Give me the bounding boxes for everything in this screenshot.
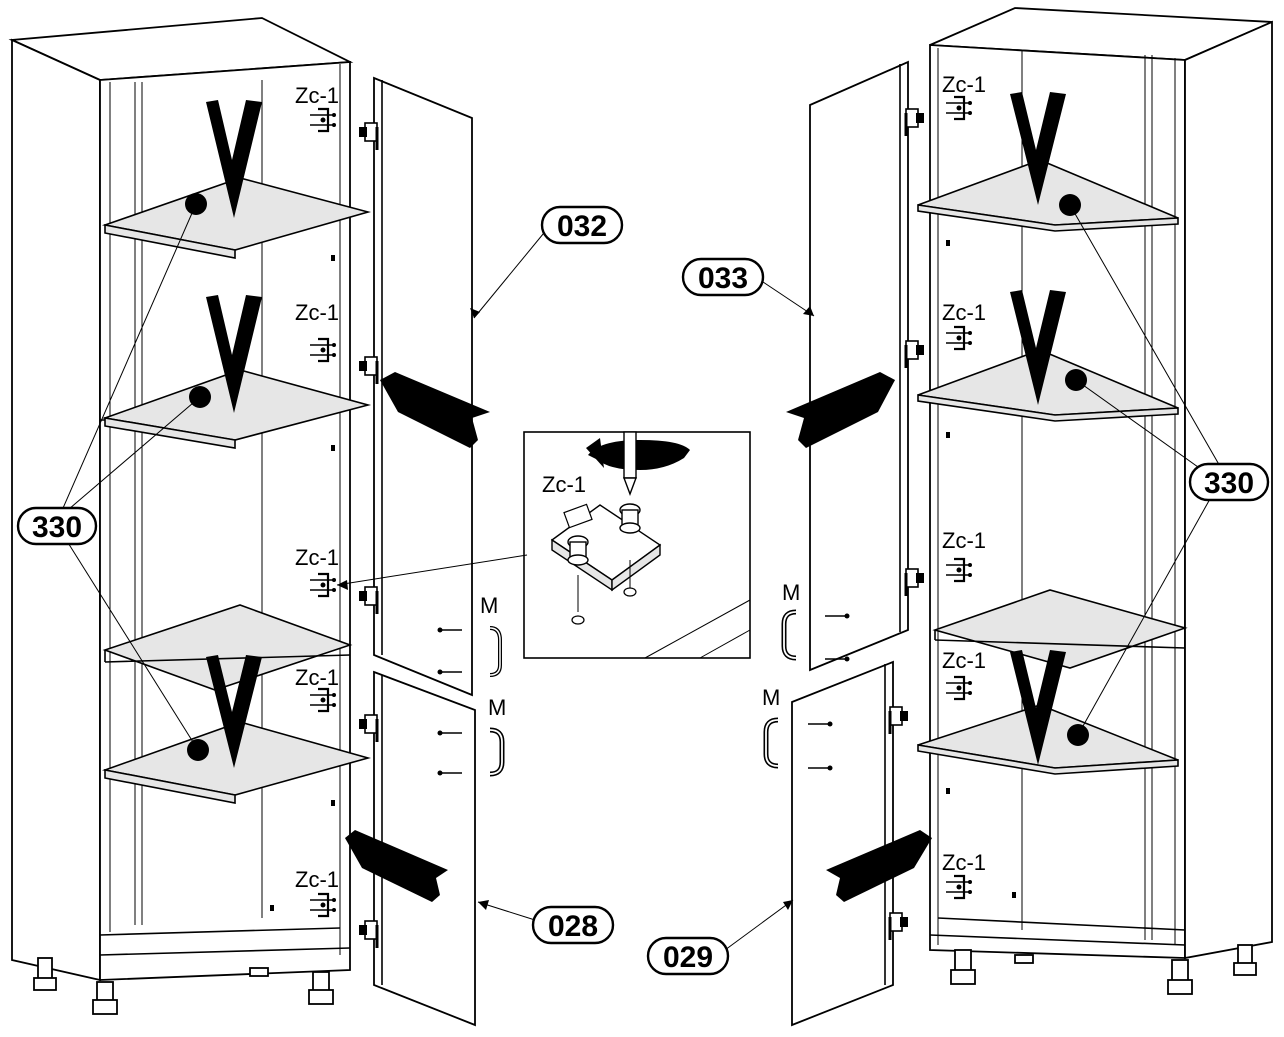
door-032-left xyxy=(357,76,502,697)
part-number: 330 xyxy=(32,511,82,544)
label-zc1: Zc-1 xyxy=(295,867,339,892)
callout-032: 032 xyxy=(540,205,624,245)
part-number: 028 xyxy=(548,910,598,943)
left-cabinet xyxy=(8,17,372,1015)
callout-330-right: 330 xyxy=(1188,462,1270,502)
part-number: 033 xyxy=(698,262,748,295)
label-m: M xyxy=(488,695,506,720)
part-number: 032 xyxy=(557,210,607,243)
callout-029: 029 xyxy=(646,936,730,976)
handle-labels: M M M M xyxy=(480,580,800,720)
leader-lines xyxy=(59,203,1226,951)
label-zc1: Zc-1 xyxy=(295,300,339,325)
hinge-labels: Zc-1 Zc-1 Zc-1 Zc-1 Zc-1 Zc-1 Zc-1 Zc-1 … xyxy=(295,72,986,892)
callout-330-left: 330 xyxy=(16,506,98,546)
hinge-detail-inset xyxy=(523,431,751,659)
callout-033: 033 xyxy=(681,257,765,297)
door-033-right xyxy=(781,60,926,672)
part-number: 330 xyxy=(1204,467,1254,500)
label-m: M xyxy=(480,593,498,618)
label-zc1: Zc-1 xyxy=(942,850,986,875)
label-zc1: Zc-1 xyxy=(942,300,986,325)
label-m: M xyxy=(762,685,780,710)
part-number: 029 xyxy=(663,941,713,974)
label-zc1: Zc-1 xyxy=(295,545,339,570)
right-cabinet xyxy=(917,7,1273,995)
label-zc1: Zc-1 xyxy=(942,72,986,97)
label-m: M xyxy=(782,580,800,605)
callout-028: 028 xyxy=(531,905,615,945)
label-zc1: Zc-1 xyxy=(942,648,986,673)
label-zc1: Zc-1 xyxy=(942,528,986,553)
door-029-right xyxy=(763,660,910,1027)
door-028-left xyxy=(357,670,505,1027)
label-zc1: Zc-1 xyxy=(295,665,339,690)
label-zc1: Zc-1 xyxy=(295,83,339,108)
detail-label-zc1: Zc-1 xyxy=(542,472,586,497)
